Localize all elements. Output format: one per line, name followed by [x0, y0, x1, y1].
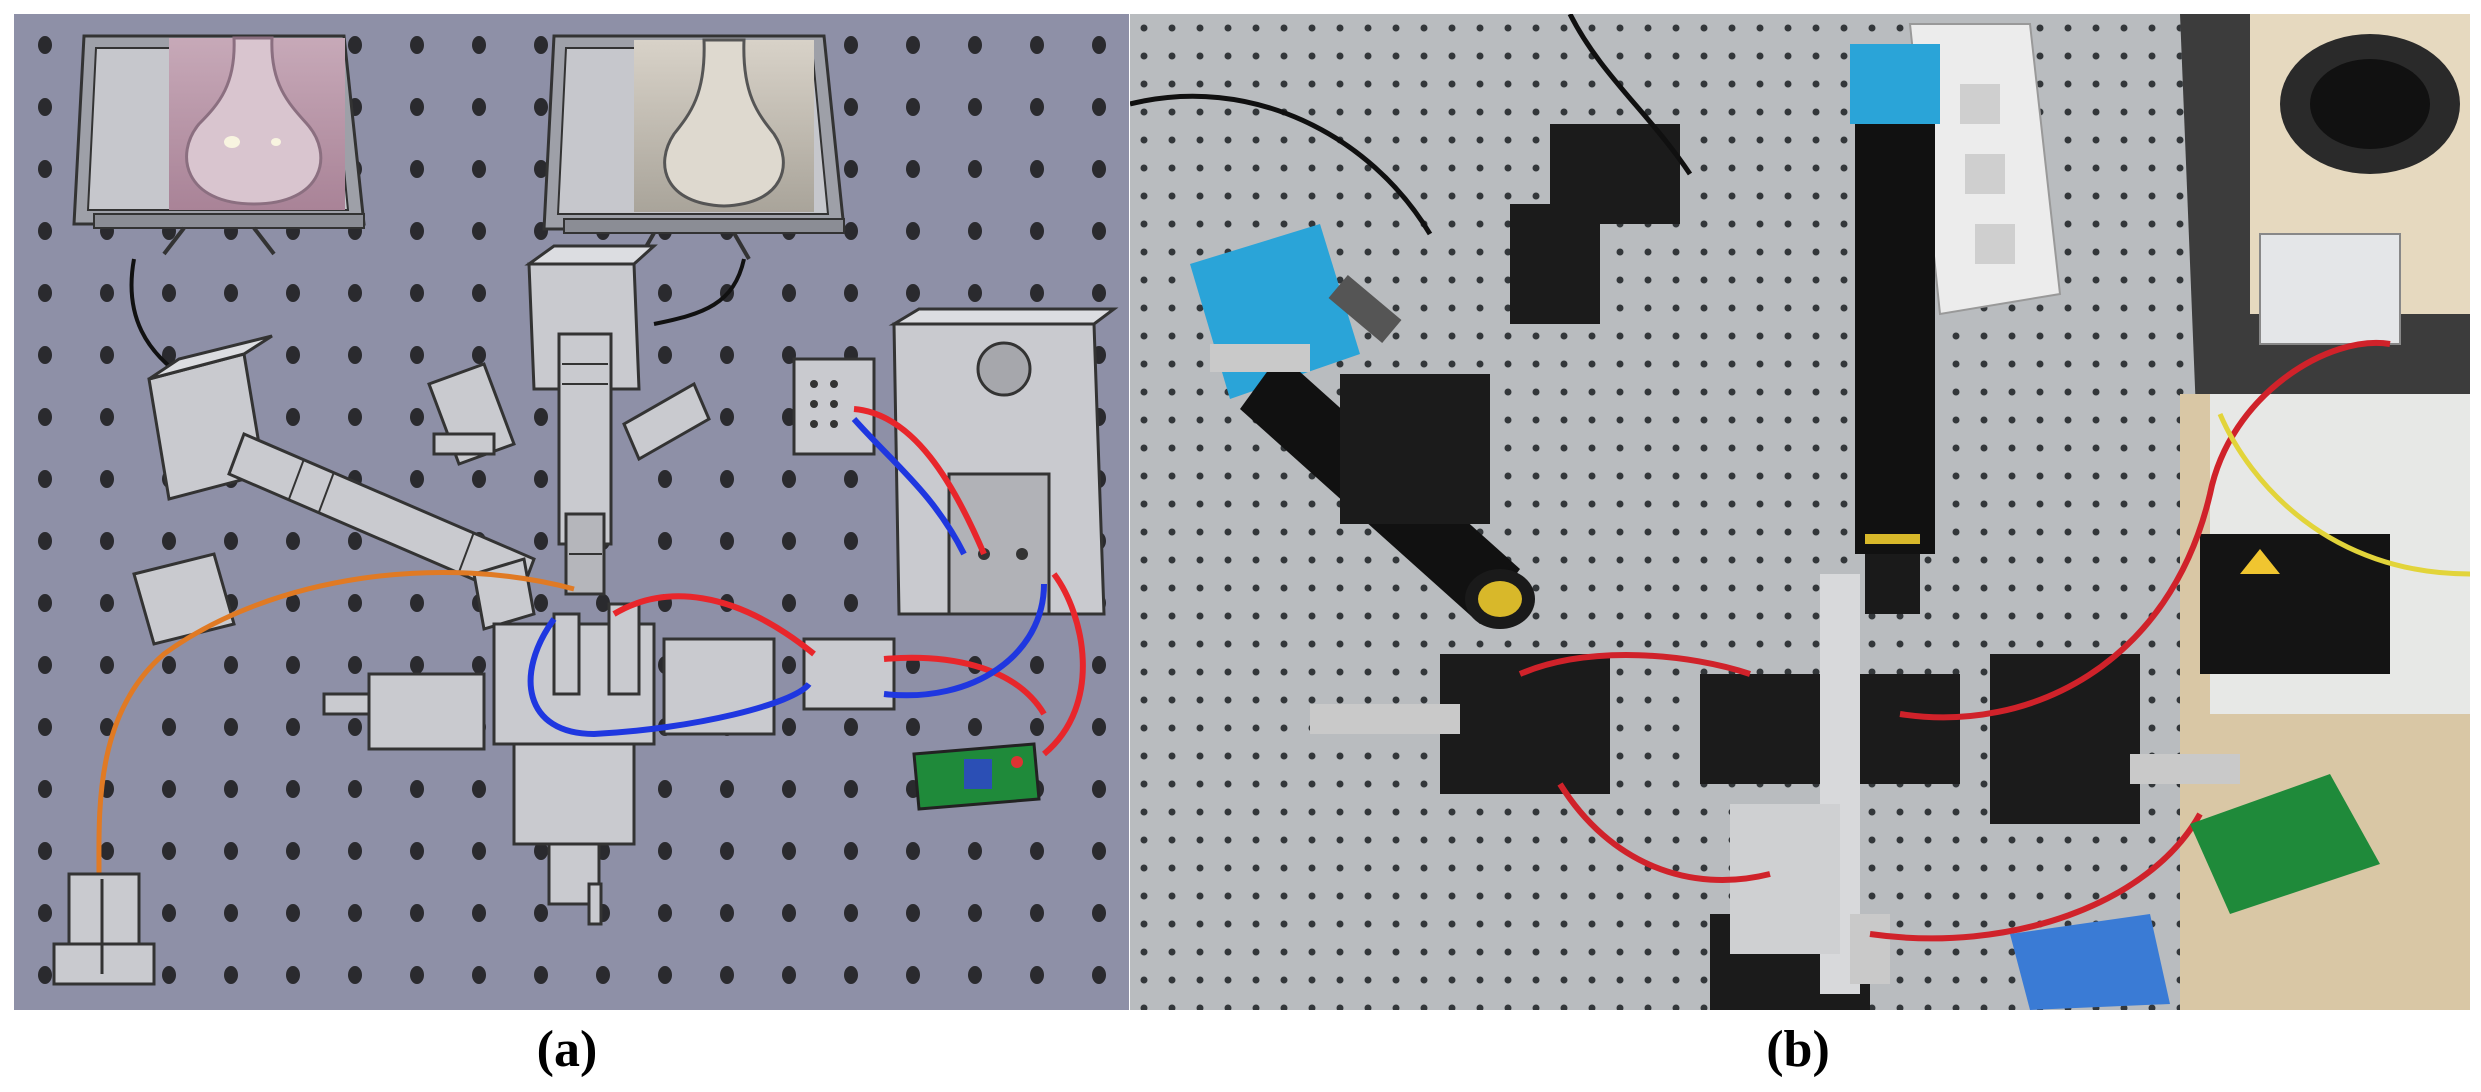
photo-scene [1130, 14, 2470, 1010]
camera-vertical [524, 244, 711, 596]
battery-pack [2010, 914, 2170, 1010]
camera-angled [147, 334, 536, 602]
meter-box [2259, 233, 2401, 345]
monitor-left [72, 34, 366, 256]
cable-red-3 [1042, 572, 1086, 757]
cable-orange [96, 569, 575, 875]
cad-scene [14, 14, 1129, 1010]
cable-blue-1 [851, 417, 967, 556]
black-module [2200, 534, 2390, 674]
cable-red-4 [853, 406, 987, 556]
power-strip [1908, 23, 2062, 316]
controller-module [792, 357, 876, 456]
monitor-right [542, 34, 846, 260]
panel-a-cad-rendering [14, 14, 1129, 1010]
pcb-photo [2190, 774, 2380, 914]
cable-red-1 [612, 593, 816, 657]
cable-red-photo-4 [1869, 812, 2203, 942]
cable-yellow-photo [2217, 413, 2470, 577]
caption-panel-b: (b) [1766, 1021, 1830, 1078]
cable-blue-2 [527, 617, 812, 738]
pcb-board [912, 742, 1041, 811]
caption-panel-a: (a) [536, 1021, 598, 1078]
cable-red-photo-3 [1899, 339, 2391, 721]
cable-red-2 [883, 654, 1047, 716]
monitor-cable-right [653, 258, 746, 326]
power-supply-box [888, 307, 1119, 616]
cable-red-photo-2 [1557, 782, 1771, 883]
camera-vertical-photo [1850, 44, 1940, 614]
cable-blue-3 [883, 583, 1047, 699]
stage-bottom-left [52, 872, 156, 986]
stage-assembly [132, 362, 896, 926]
cable-black-photo [1130, 14, 1693, 236]
cable-red-photo-1 [1518, 652, 1751, 677]
micrometers [1210, 344, 2240, 984]
panel-b-photo [1130, 14, 2470, 1010]
